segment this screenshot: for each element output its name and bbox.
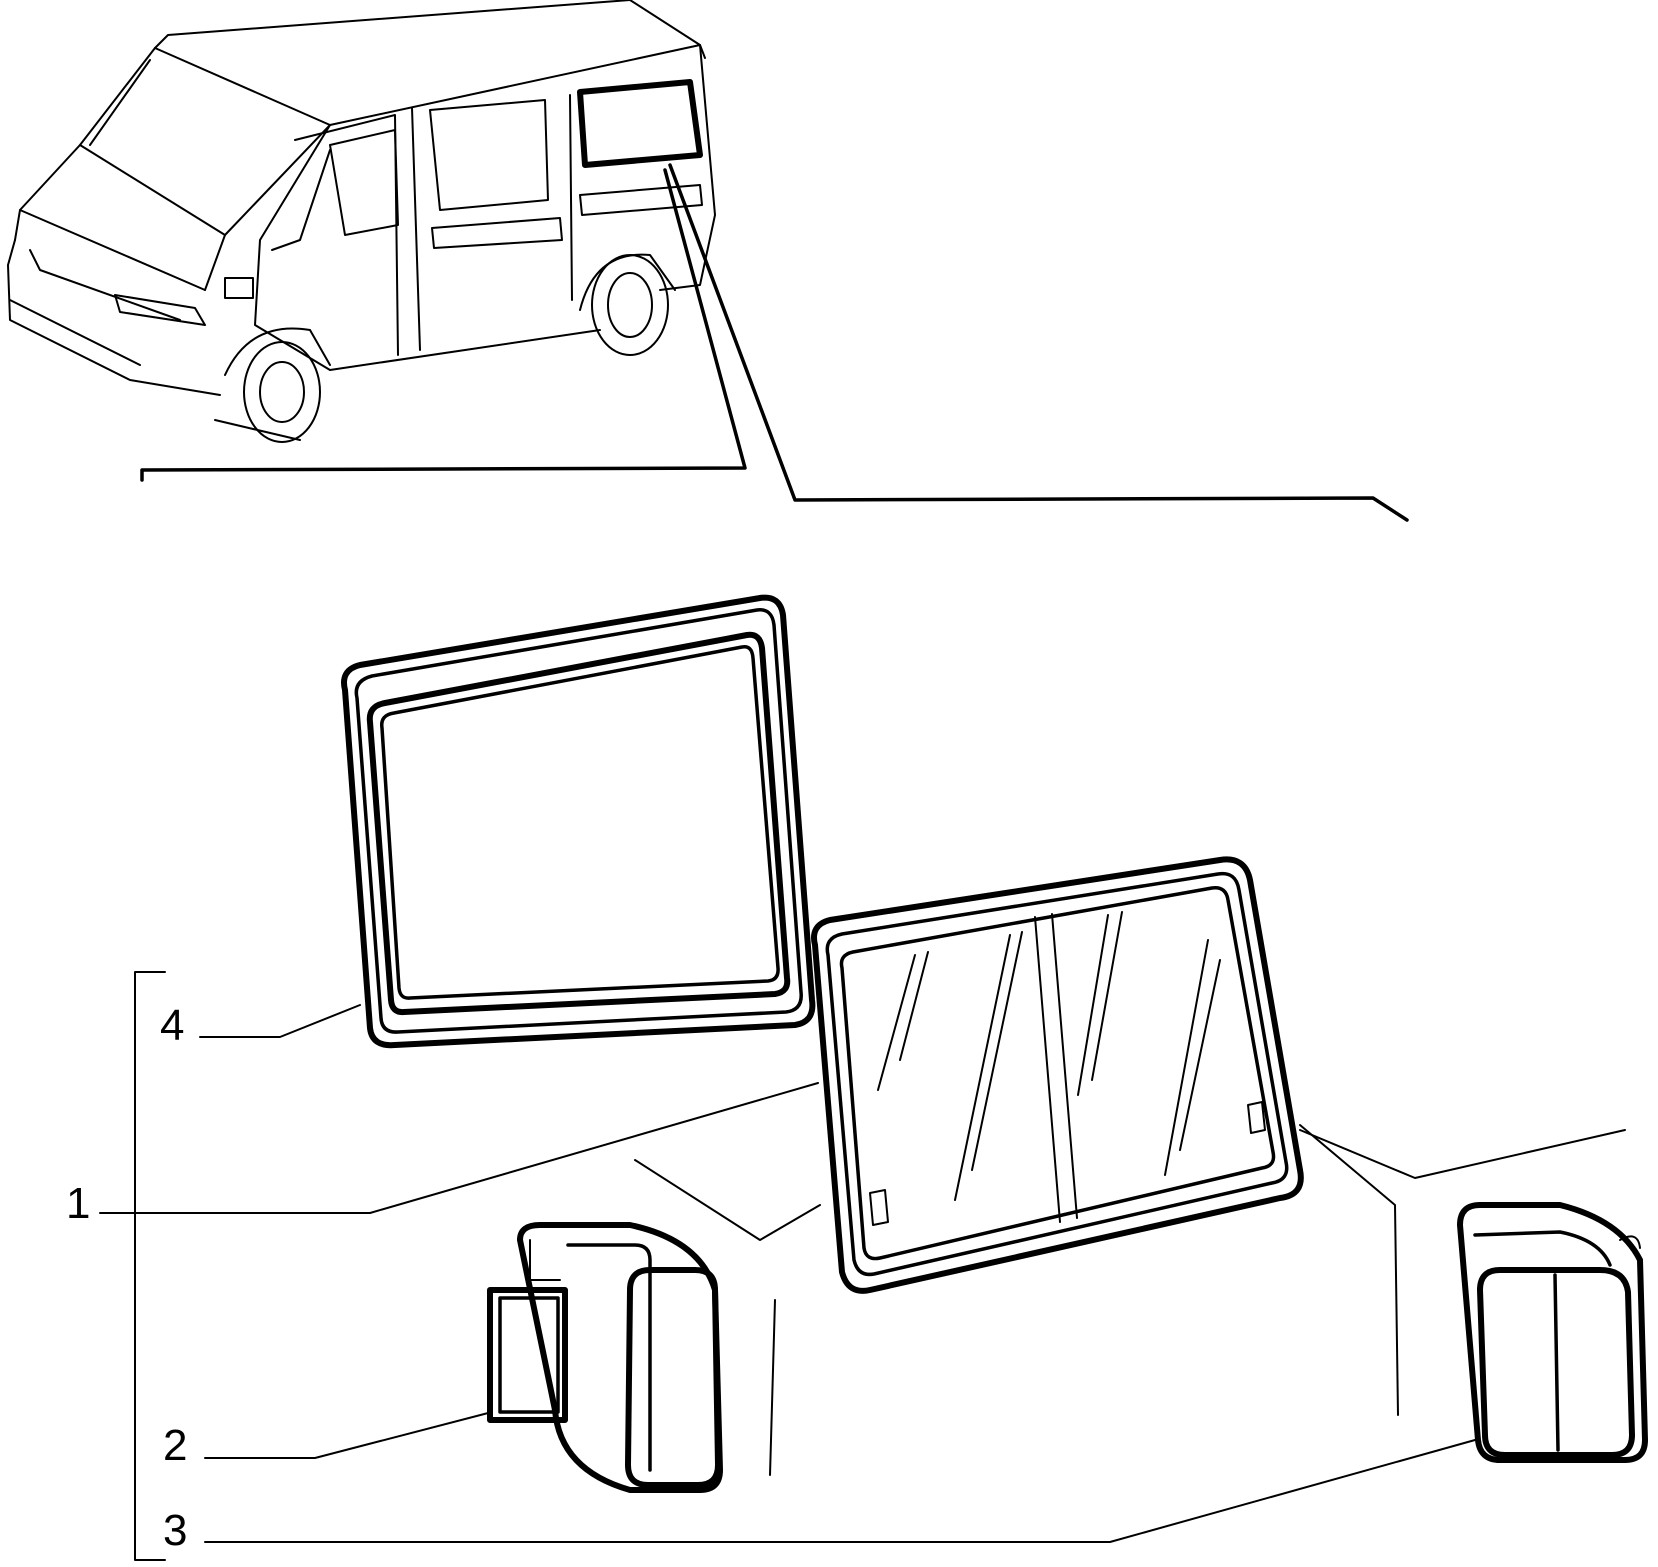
callout-bracket	[134, 971, 166, 1561]
callout-2: 2	[163, 1421, 187, 1470]
callout-4: 4	[160, 1001, 184, 1050]
window-latch-right	[1457, 1202, 1648, 1463]
sliding-glass-window	[811, 856, 1304, 1294]
window-latch-left	[487, 1222, 723, 1493]
callout-3: 3	[163, 1506, 187, 1555]
callout-1: 1	[66, 1179, 90, 1228]
callout-labels: 4 1 2 3	[66, 1001, 187, 1555]
van-illustration	[7, 0, 716, 443]
callout-leaders	[99, 1004, 1476, 1543]
leader-lines-top	[140, 163, 1409, 522]
construction-lines	[634, 1124, 1626, 1476]
window-seal	[341, 594, 816, 1049]
